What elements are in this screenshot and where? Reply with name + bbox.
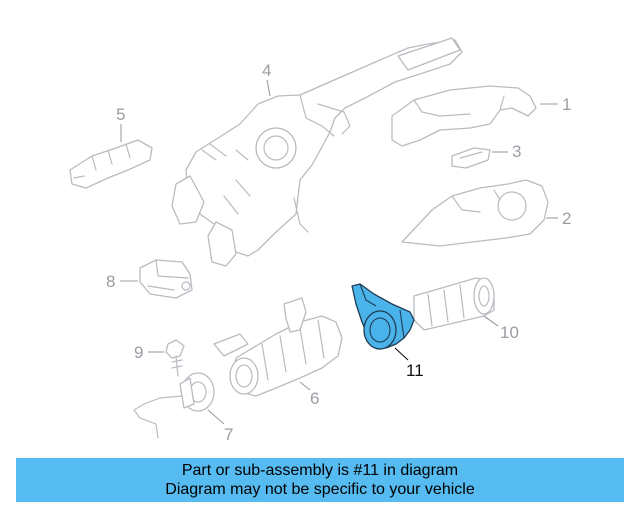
callout-4: 4 — [262, 61, 271, 80]
leader-11 — [394, 347, 409, 361]
callout-8: 8 — [106, 272, 115, 291]
callout-3: 3 — [512, 142, 521, 161]
part-1-upper-cover — [391, 85, 537, 147]
callout-2: 2 — [562, 209, 571, 228]
leader-6 — [299, 381, 311, 391]
part-10-lock-cylinder — [413, 277, 495, 331]
part-7-immobilizer — [133, 372, 215, 439]
part-4-combination-switch — [171, 37, 463, 267]
callout-6: 6 — [310, 389, 319, 408]
part-5-bracket — [69, 139, 153, 189]
part-3-switch-button — [451, 147, 491, 169]
part-9-screw — [165, 339, 185, 377]
part-6-lock-housing — [213, 297, 343, 397]
callout-11: 11 — [406, 361, 424, 380]
part-8-module — [139, 259, 193, 299]
banner-line-part-number: Part or sub-assembly is #11 in diagram — [181, 462, 459, 479]
callout-7: 7 — [224, 425, 233, 444]
part-2-lower-cover — [401, 179, 549, 247]
callout-1: 1 — [562, 95, 571, 114]
leader-4 — [266, 79, 271, 97]
banner-line-disclaimer: Diagram may not be specific to your vehi… — [165, 481, 475, 498]
callout-9: 9 — [134, 343, 143, 362]
callout-5: 5 — [116, 105, 125, 124]
leader-7 — [207, 409, 225, 425]
info-banner: Part or sub-assembly is #11 in diagram D… — [16, 458, 624, 502]
callout-10: 10 — [500, 323, 519, 342]
parts-diagram: 4 5 1 3 2 8 10 — [69, 37, 571, 444]
part-11-highlighted — [351, 283, 415, 350]
leader-10 — [483, 315, 499, 327]
